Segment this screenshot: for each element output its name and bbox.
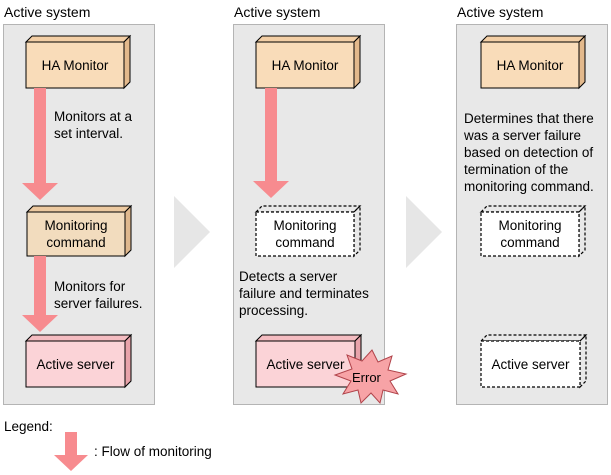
failed-active-server-box-3 — [479, 333, 588, 389]
error-burst — [333, 349, 408, 405]
ha-monitor-label-3: HA Monitor — [496, 57, 564, 73]
monitors-interval-line2: set interval. — [54, 126, 124, 141]
monitoring-flow-arrow-1 — [22, 88, 58, 200]
determines-failure-line3: based on detection of — [464, 145, 594, 160]
legend-flow-arrow — [54, 432, 88, 471]
monitoring-command-label-2-line2: command — [275, 235, 335, 250]
detects-failure-line1: Detects a server — [239, 269, 338, 284]
ha-monitor-label-1: HA Monitor — [41, 57, 109, 73]
monitoring-command-label-1-line2: command — [46, 235, 106, 250]
monitoring-command-label-1: Monitoring command — [27, 212, 125, 256]
detects-failure-line3: processing. — [239, 303, 309, 318]
terminated-monitoring-command-box-3 — [479, 204, 587, 258]
ha-monitor-box-2 — [254, 34, 362, 90]
monitoring-command-label-1-line1: Monitoring — [44, 218, 108, 233]
legend-flow-label: : Flow of monitoring — [94, 444, 212, 459]
panel2-title: Active system — [234, 4, 321, 20]
ha-monitor-box-3 — [479, 34, 587, 90]
monitoring-command-label-2: Monitoring command — [256, 212, 354, 256]
monitors-failures-line2: server failures. — [54, 296, 143, 311]
determines-failure-line2: was a server failure — [464, 128, 582, 143]
monitoring-command-box-1 — [25, 204, 133, 258]
ha-monitor-box-1 — [24, 34, 132, 90]
monitoring-flow-arrow-3 — [253, 88, 289, 198]
determines-failure-line1: Determines that there — [464, 111, 594, 126]
monitoring-command-label-2-line1: Monitoring — [273, 218, 337, 233]
monitors-failures-line1: Monitors for — [54, 279, 126, 294]
error-label: Error — [352, 370, 381, 385]
step-chevron-2 — [406, 196, 442, 268]
determines-failure-line5: monitoring command. — [464, 179, 594, 194]
monitors-interval-line1: Monitors at a — [54, 109, 133, 124]
detects-failure-line2: failure and terminates — [239, 286, 369, 301]
panel1-title: Active system — [4, 4, 91, 20]
panel3-title: Active system — [457, 4, 544, 20]
monitoring-command-label-3-line2: command — [500, 235, 560, 250]
monitoring-command-label-3-line1: Monitoring — [498, 218, 562, 233]
active-server-box-1 — [24, 333, 133, 389]
active-server-label-2: Active server — [266, 356, 345, 372]
step-chevron-1 — [174, 196, 210, 268]
determines-failure-line4: termination of the — [464, 162, 569, 177]
legend-title: Legend: — [4, 419, 53, 434]
terminated-monitoring-command-box-2 — [254, 204, 362, 258]
monitoring-command-label-3: Monitoring command — [481, 212, 579, 256]
ha-monitor-label-2: HA Monitor — [271, 57, 339, 73]
active-server-label-3: Active server — [491, 356, 570, 372]
active-server-label-1: Active server — [36, 356, 115, 372]
monitoring-flow-arrow-2 — [22, 256, 58, 332]
